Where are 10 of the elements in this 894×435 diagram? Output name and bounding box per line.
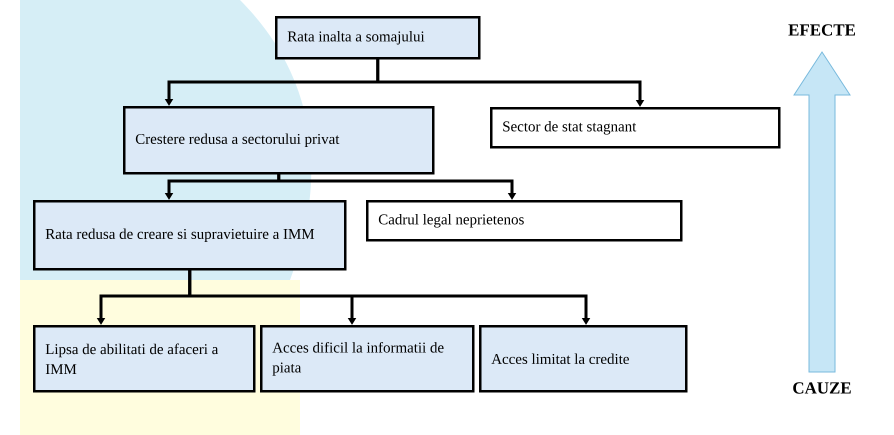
cause-box: Crestere redusa a sectorului privat bbox=[123, 106, 434, 174]
cause-box: Acces limitat la credite bbox=[479, 325, 688, 392]
axis-label: CAUZE bbox=[793, 382, 851, 394]
cause-box: Rata inalta a somajului bbox=[275, 16, 480, 60]
cause-box: Cadrul legal neprietenos bbox=[366, 200, 682, 242]
cause-box: Acces dificil la informatii de piata bbox=[260, 325, 474, 392]
cause-box: Sector de stat stagnant bbox=[490, 107, 780, 148]
axis-label: EFECTE bbox=[788, 24, 856, 36]
cause-box: Lipsa de abilitati de afaceri a IMM bbox=[33, 325, 256, 392]
cause-box: Rata redusa de creare si supravietuire a IMM bbox=[33, 200, 346, 270]
